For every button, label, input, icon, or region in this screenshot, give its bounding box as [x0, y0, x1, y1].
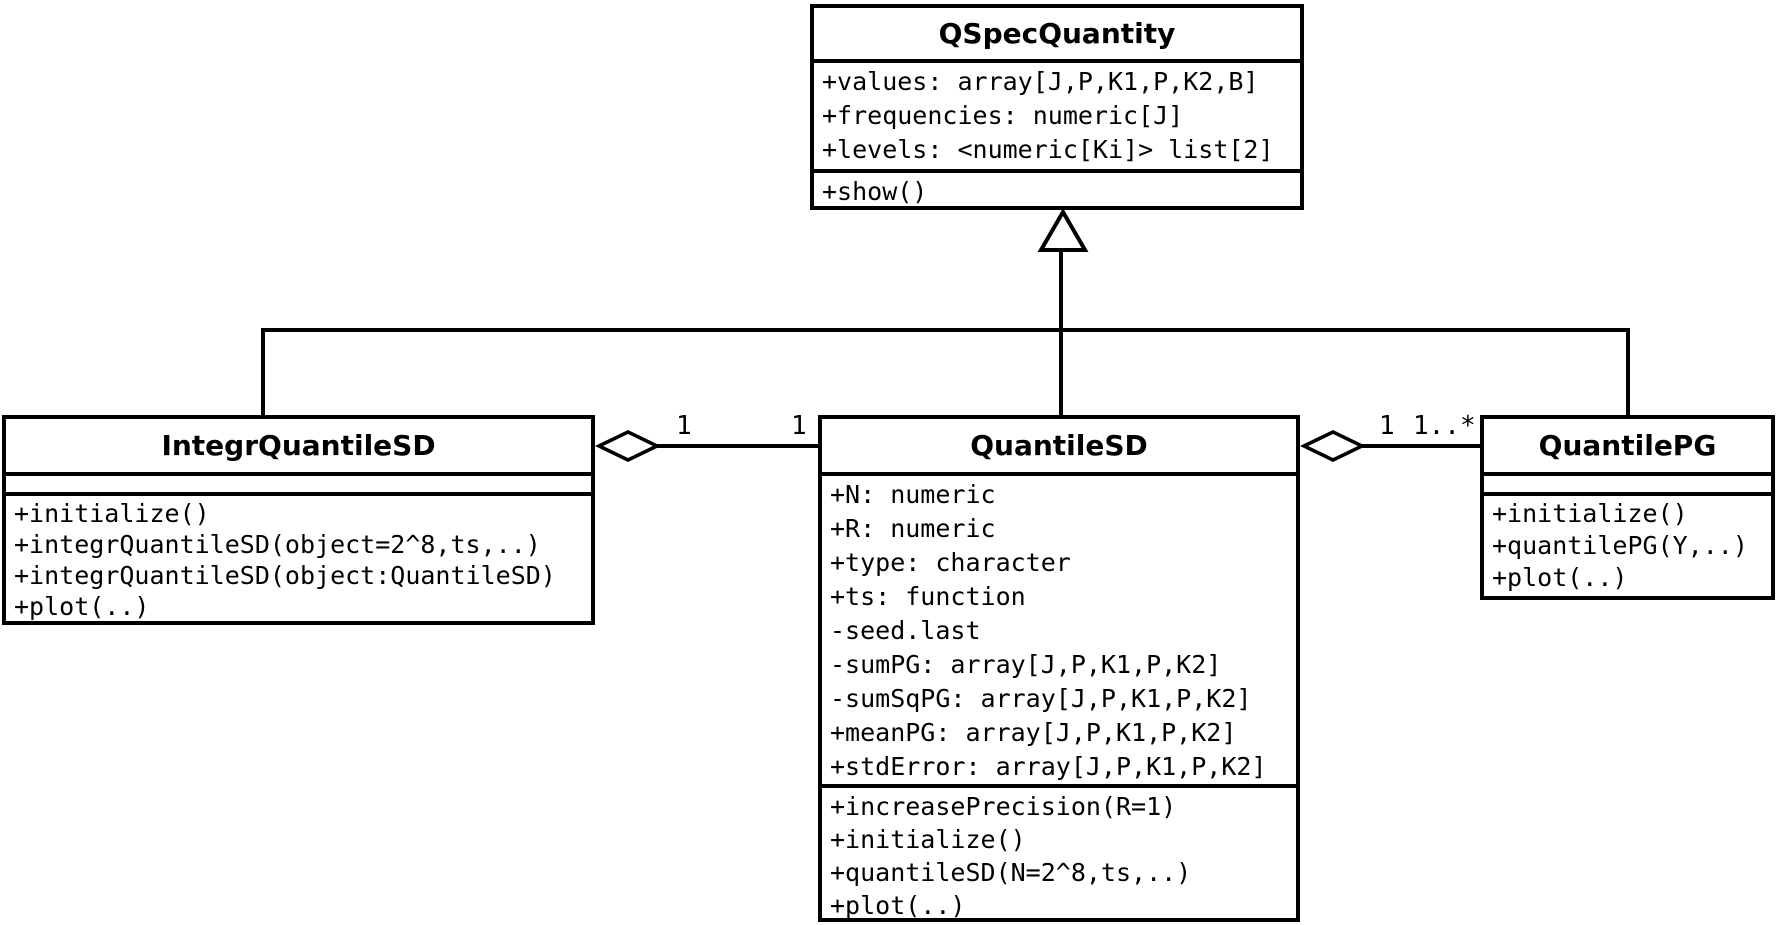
- attributes-section: +values: array[J,P,K1,P,K2,B] +frequenci…: [814, 59, 1300, 169]
- method-row: +plot(..): [14, 592, 150, 621]
- multiplicity-label-qsd-left-side: 1: [791, 411, 807, 441]
- attribute-row: +ts: function: [830, 582, 1026, 611]
- attribute-row: +type: character: [830, 548, 1071, 577]
- attribute-row: -sumSqPG: array[J,P,K1,P,K2]: [830, 684, 1252, 713]
- method-row: +integrQuantileSD(object=2^8,ts,..): [14, 530, 541, 559]
- class-title: IntegrQuantileSD: [161, 429, 436, 462]
- class-box-integrquantilesd: IntegrQuantileSD +initialize() +integrQu…: [2, 415, 595, 625]
- method-row: +plot(..): [830, 891, 966, 918]
- method-row: +plot(..): [1492, 563, 1628, 592]
- method-row: +quantilePG(Y,..): [1492, 531, 1748, 560]
- class-box-qspecquantity: QSpecQuantity +values: array[J,P,K1,P,K2…: [810, 4, 1304, 210]
- methods-section: +initialize() +quantilePG(Y,..) +plot(..…: [1484, 492, 1771, 596]
- multiplicity-label-qpg-side: 1..*: [1413, 411, 1476, 441]
- attribute-row: +R: numeric: [830, 514, 996, 543]
- attribute-row: +values: array[J,P,K1,P,K2,B]: [822, 67, 1259, 96]
- attribute-row: -seed.last: [830, 616, 981, 645]
- aggregation-left-diamond: [594, 430, 662, 462]
- method-row: +integrQuantileSD(object:QuantileSD): [14, 561, 556, 590]
- attributes-section-empty: [6, 472, 591, 492]
- attributes-section-empty: [1484, 472, 1771, 492]
- attribute-row: +frequencies: numeric[J]: [822, 101, 1184, 130]
- class-title: QuantileSD: [970, 429, 1148, 462]
- generalization-triangle: [1037, 208, 1089, 252]
- aggregation-right-diamond: [1299, 430, 1367, 462]
- attributes-section: +N: numeric +R: numeric +type: character…: [822, 472, 1296, 784]
- method-row: +quantileSD(N=2^8,ts,..): [830, 858, 1192, 887]
- class-box-quantilepg: QuantilePG +initialize() +quantilePG(Y,.…: [1480, 415, 1775, 600]
- multiplicity-label-qsd-right-side: 1: [1379, 411, 1395, 441]
- methods-section: +increasePrecision(R=1) +initialize() +q…: [822, 784, 1296, 918]
- generalization-bus-line: [261, 328, 1630, 417]
- multiplicity-label-integr-side: 1: [676, 411, 692, 441]
- method-row: +initialize(): [14, 499, 210, 528]
- methods-section: +initialize() +integrQuantileSD(object=2…: [6, 492, 591, 621]
- attribute-row: +stdError: array[J,P,K1,P,K2]: [830, 752, 1267, 781]
- method-row: +initialize(): [1492, 499, 1688, 528]
- attribute-row: +meanPG: array[J,P,K1,P,K2]: [830, 718, 1237, 747]
- attribute-row: -sumPG: array[J,P,K1,P,K2]: [830, 650, 1222, 679]
- method-row: +initialize(): [830, 825, 1026, 854]
- method-row: +increasePrecision(R=1): [830, 792, 1177, 821]
- class-title: QSpecQuantity: [938, 17, 1176, 50]
- methods-section: +show(): [814, 169, 1300, 206]
- attribute-row: +levels: <numeric[Ki]> list[2]: [822, 135, 1274, 164]
- method-row: +show(): [822, 177, 928, 206]
- attribute-row: +N: numeric: [830, 480, 996, 509]
- class-box-quantilesd: QuantileSD +N: numeric +R: numeric +type…: [818, 415, 1300, 922]
- class-title: QuantilePG: [1538, 429, 1717, 462]
